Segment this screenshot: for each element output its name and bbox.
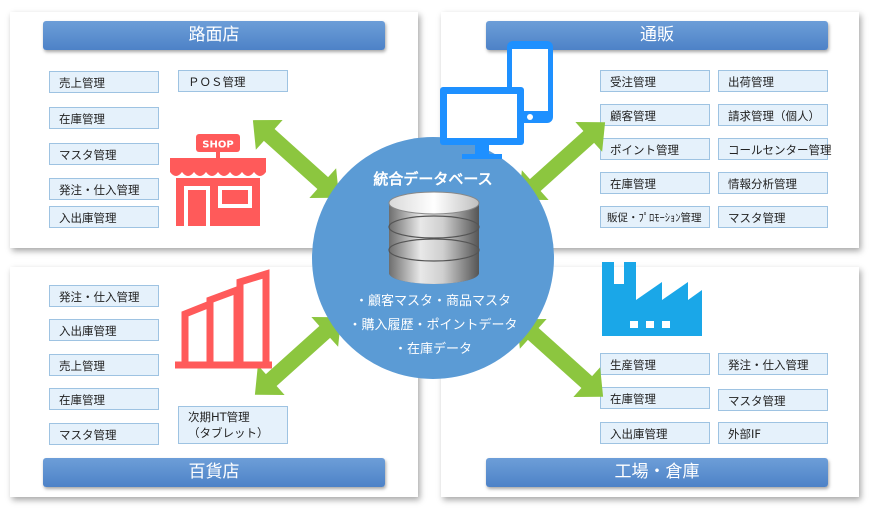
- box-next-ht-line2: （タブレット）: [188, 426, 269, 440]
- monitor-icon: [440, 87, 524, 159]
- arrow-roadside-center: [252, 120, 340, 198]
- box-external-if: 外部IF: [718, 422, 828, 444]
- factory-icon: [602, 262, 702, 336]
- center-item-customer-product: ・顧客マスタ・商品マスタ: [354, 294, 511, 309]
- arrow-mailorder-center: [518, 122, 606, 200]
- center-title: 統合データベース: [373, 170, 493, 188]
- box-master-management: マスタ管理: [49, 423, 159, 445]
- box-promotion-management: 販促・ﾌﾟﾛﾓｰｼｮﾝ管理: [600, 206, 710, 228]
- box-shipping-management: 出荷管理: [718, 70, 828, 92]
- building-icon: [175, 269, 272, 369]
- header-department-store: 百貨店: [43, 458, 385, 487]
- box-inventory-management: 在庫管理: [600, 172, 710, 194]
- box-point-management: ポイント管理: [600, 138, 710, 160]
- box-warehousing: 入出庫管理: [49, 319, 159, 341]
- box-ordering-purchasing: 発注・仕入管理: [49, 285, 159, 307]
- box-analytics-management: 情報分析管理: [718, 172, 828, 194]
- box-next-ht-line1: 次期HT管理: [188, 410, 250, 424]
- box-ordering-purchasing: 発注・仕入管理: [49, 178, 159, 200]
- box-billing-management: 請求管理（個人）: [718, 104, 828, 126]
- box-master-management: マスタ管理: [718, 389, 828, 411]
- header-factory-warehouse: 工場・倉庫: [486, 458, 828, 487]
- box-customer-management: 顧客管理: [600, 104, 710, 126]
- database-icon: [388, 191, 480, 284]
- box-production-management: 生産管理: [600, 353, 710, 375]
- box-sales-management: 売上管理: [49, 71, 159, 93]
- box-inventory-management: 在庫管理: [49, 388, 159, 410]
- box-master-management: マスタ管理: [49, 143, 159, 165]
- box-inventory-management: 在庫管理: [600, 387, 710, 409]
- box-warehousing: 入出庫管理: [49, 206, 159, 228]
- box-order-receiving: 受注管理: [600, 70, 710, 92]
- box-callcenter-management: コールセンター管理: [718, 138, 832, 160]
- box-master-management: マスタ管理: [718, 206, 828, 228]
- header-roadside-store: 路面店: [43, 21, 385, 50]
- arrow-department-center: [254, 317, 342, 395]
- shop-sign-text: SHOP: [202, 140, 233, 151]
- box-next-ht-management: 次期HT管理 （タブレット）: [178, 406, 288, 444]
- arrow-factory-center: [516, 319, 604, 397]
- shop-icon: SHOP: [170, 134, 266, 226]
- center-item-history-points: ・購入履歴・ポイントデータ: [348, 318, 518, 333]
- box-sales-management: 売上管理: [49, 354, 159, 376]
- box-ordering-purchasing: 発注・仕入管理: [718, 353, 828, 375]
- box-pos-management: ＰＯＳ管理: [178, 70, 288, 92]
- center-item-inventory: ・在庫データ: [393, 342, 472, 357]
- box-inventory-management: 在庫管理: [49, 107, 159, 129]
- box-warehousing: 入出庫管理: [600, 422, 710, 444]
